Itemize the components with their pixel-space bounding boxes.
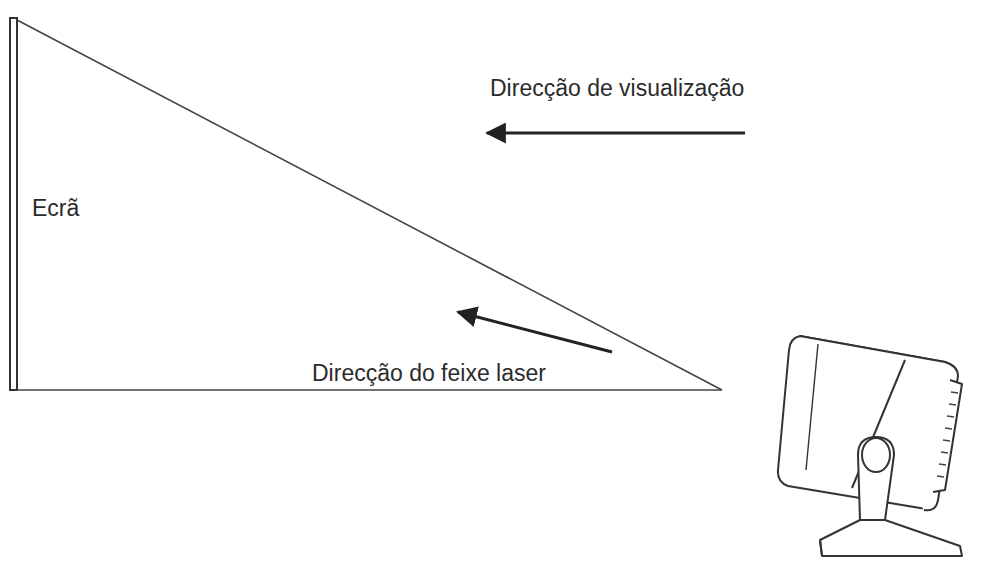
laser-label: Direcção do feixe laser: [310, 361, 548, 386]
direction-label: Direcção de visualização: [488, 76, 746, 101]
floor-line: [17, 389, 722, 391]
direction-arrow: [487, 132, 745, 135]
vent-grille: [937, 392, 958, 477]
screen-label: Ecrã: [30, 196, 81, 221]
screen-bar: [10, 18, 17, 390]
projector-figure: [778, 336, 962, 556]
laser-arrow: [458, 312, 612, 352]
